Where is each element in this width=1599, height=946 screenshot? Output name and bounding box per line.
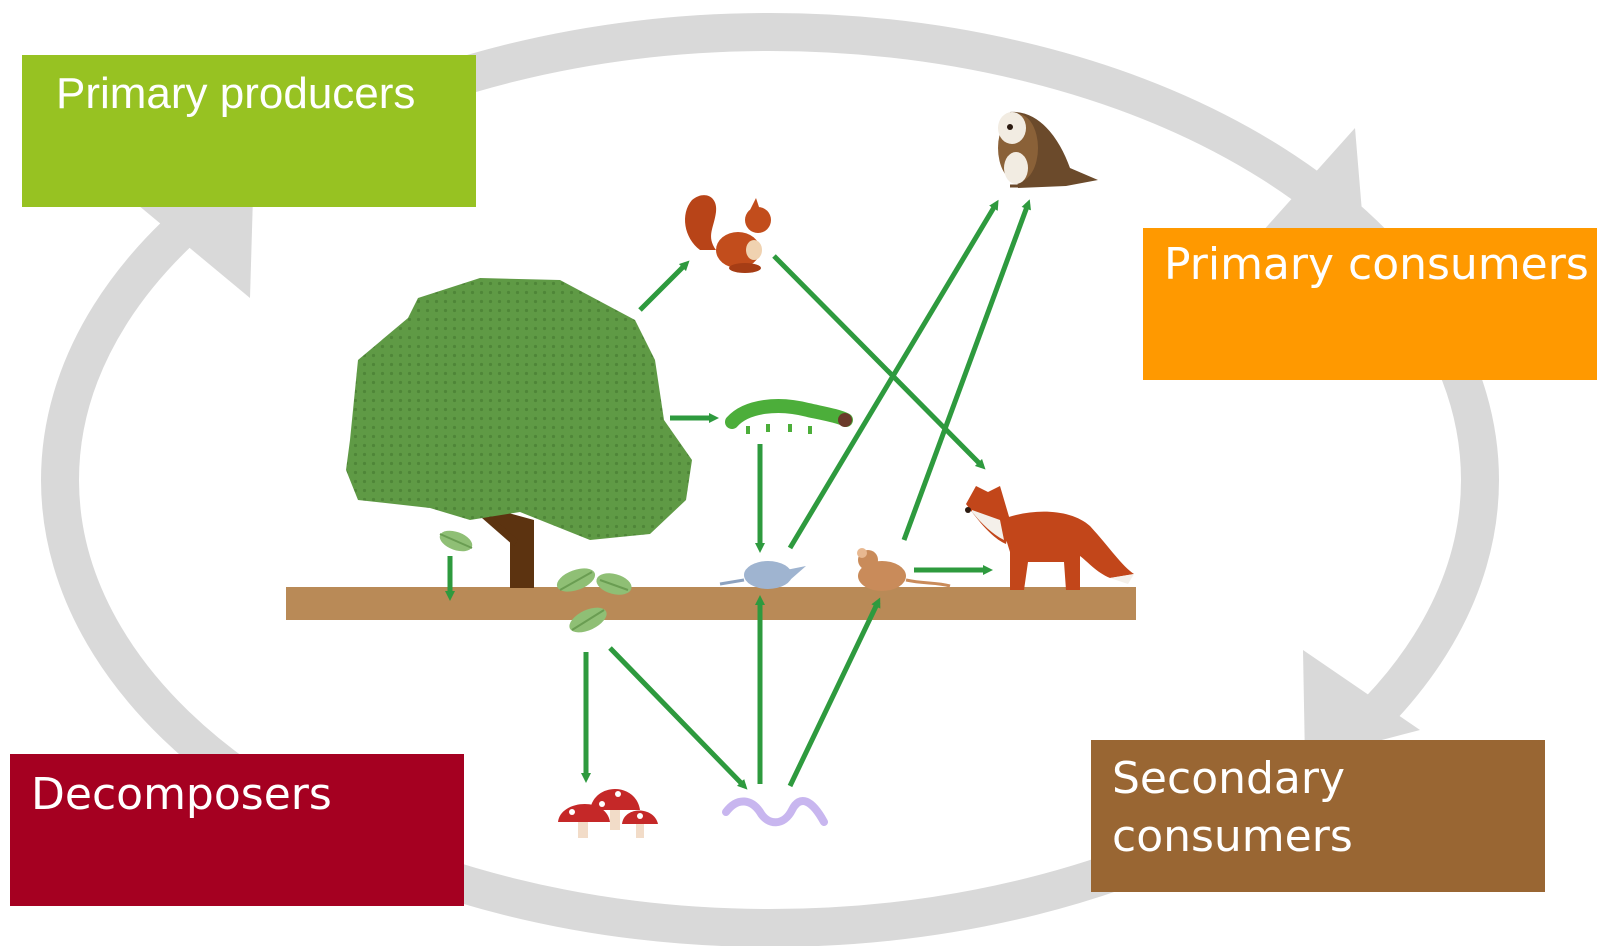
owl-icon (998, 111, 1098, 188)
ground-strip (286, 587, 1136, 620)
secondary-consumers-label: Secondary consumers (1091, 740, 1545, 892)
primary-consumers-label: Primary consumers (1143, 228, 1597, 380)
shrew-icon (719, 561, 806, 589)
arrow-leaves-to-worm (608, 646, 748, 790)
tree-icon (346, 278, 692, 588)
flow-arrows (445, 199, 1031, 790)
cycle-arrowhead-bottom-right (1303, 650, 1420, 760)
arrow-worm-to-mouse (787, 597, 881, 788)
primary-producers-label: Primary producers (22, 55, 476, 207)
arrow-mouse-to-owl (901, 199, 1031, 541)
worm-icon (722, 797, 828, 827)
leaf-icon (439, 530, 632, 633)
fox-icon (965, 486, 1134, 590)
cycle-arrowhead-top-right (1262, 128, 1365, 248)
arrow-shrew-to-owl (787, 199, 999, 550)
cycle-ring (41, 13, 1499, 946)
arrow-squirrel-to-fox (772, 254, 986, 470)
mushroom-icon (558, 789, 658, 838)
arrow-tree-to-squirrel (638, 260, 690, 312)
caterpillar-icon (725, 399, 853, 434)
cycle-arrowhead-left (138, 196, 253, 298)
squirrel-icon (685, 195, 771, 273)
decomposers-label: Decomposers (10, 754, 464, 906)
mouse-icon (857, 548, 951, 591)
